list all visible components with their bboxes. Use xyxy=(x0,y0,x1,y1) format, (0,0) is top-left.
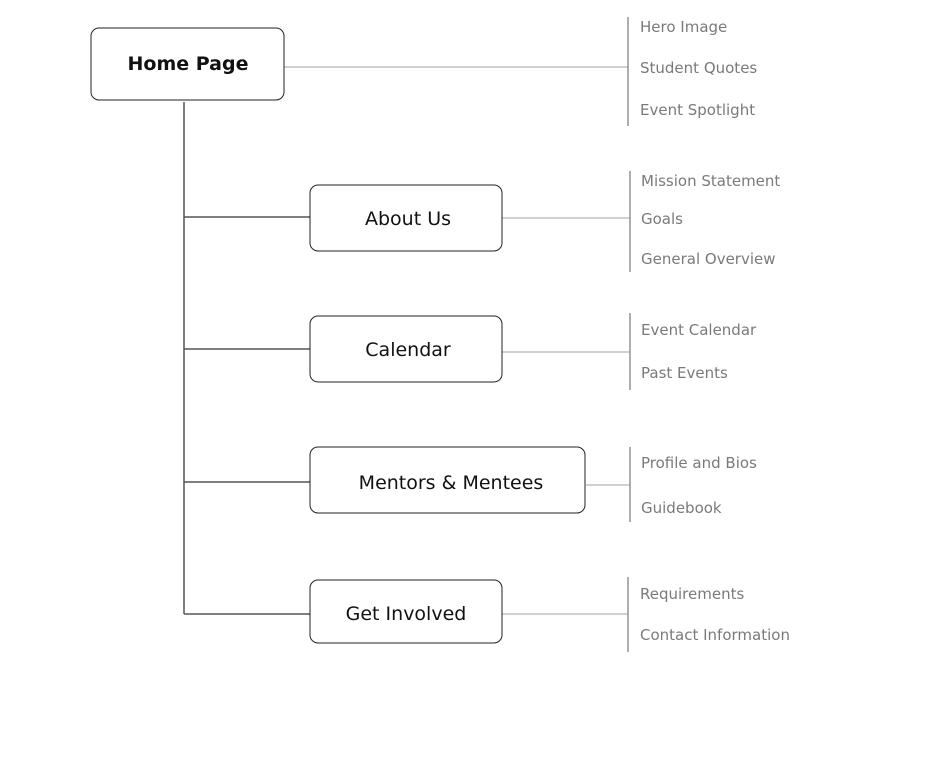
node-about-us-box xyxy=(309,184,503,252)
node-mentors-mentees[interactable]: Mentors & Mentees xyxy=(309,446,586,514)
sub-item-guidebook[interactable]: Guidebook xyxy=(641,499,722,517)
node-mentors-mentees-label: Mentors & Mentees xyxy=(359,472,544,494)
node-mentors-mentees-box xyxy=(309,446,586,514)
node-about-us-label: About Us xyxy=(365,208,451,230)
node-get-involved[interactable]: Get Involved xyxy=(309,579,503,644)
node-home-page-label: Home Page xyxy=(128,53,249,75)
sub-item-profile-and-bios[interactable]: Profile and Bios xyxy=(641,454,757,472)
sub-item-student-quotes[interactable]: Student Quotes xyxy=(640,59,757,77)
node-about-us[interactable]: About Us xyxy=(309,184,503,252)
sub-item-goals[interactable]: Goals xyxy=(641,210,683,228)
node-home-page-box xyxy=(90,27,285,101)
sub-item-mission-statement[interactable]: Mission Statement xyxy=(641,172,780,190)
sub-item-event-calendar[interactable]: Event Calendar xyxy=(641,321,757,339)
sub-item-general-overview[interactable]: General Overview xyxy=(641,250,776,268)
node-calendar-box xyxy=(309,315,503,383)
node-home-page[interactable]: Home Page xyxy=(90,27,285,101)
sub-item-event-spotlight[interactable]: Event Spotlight xyxy=(640,101,755,119)
sub-item-requirements[interactable]: Requirements xyxy=(640,585,744,603)
sub-item-past-events[interactable]: Past Events xyxy=(641,364,728,382)
sub-item-hero-image[interactable]: Hero Image xyxy=(640,18,727,36)
node-calendar[interactable]: Calendar xyxy=(309,315,503,383)
sub-item-contact-information[interactable]: Contact Information xyxy=(640,626,790,644)
node-get-involved-box xyxy=(309,579,503,644)
node-calendar-label: Calendar xyxy=(365,339,451,361)
node-get-involved-label: Get Involved xyxy=(346,603,467,625)
